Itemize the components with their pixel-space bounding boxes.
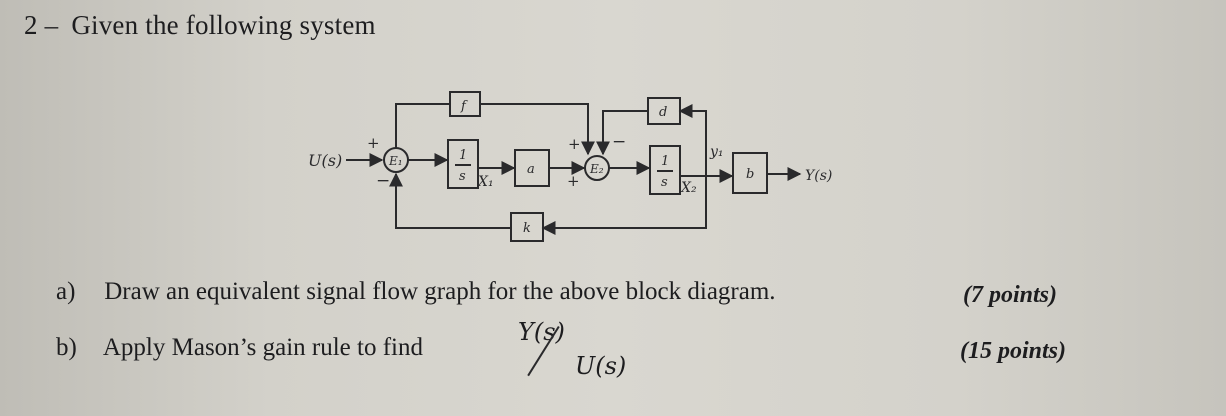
k-path-out bbox=[389, 172, 511, 229]
block-a-label: a bbox=[527, 162, 535, 177]
integrator-2-den: s bbox=[661, 175, 668, 190]
k-path-in bbox=[541, 176, 707, 235]
question-a-points: (7 points) bbox=[963, 282, 1058, 308]
y1-label: y₁ bbox=[709, 144, 724, 160]
integrator-1-block bbox=[447, 139, 479, 189]
block-k-label: k bbox=[523, 221, 531, 236]
fraction-denominator: U(s) bbox=[575, 352, 627, 380]
state-x1-label: X₁ bbox=[477, 174, 494, 190]
input-label: U(s) bbox=[308, 151, 342, 170]
integrator-2-num: 1 bbox=[661, 154, 669, 169]
state-x2-label: X₂ bbox=[680, 180, 697, 196]
sign-e1-minus: − bbox=[376, 171, 390, 191]
output-label: Y(s) bbox=[805, 168, 832, 184]
integrator-1-num: 1 bbox=[459, 148, 467, 163]
problem-number: 2 – bbox=[24, 10, 59, 40]
sign-e2-plus-left: + bbox=[567, 172, 580, 190]
block-b-label: b bbox=[746, 167, 754, 182]
integrator-1-den: s bbox=[459, 169, 466, 184]
question-a-text: Draw an equivalent signal flow graph for… bbox=[104, 278, 776, 305]
question-a: a) Draw an equivalent signal flow graph … bbox=[56, 278, 776, 306]
sign-e2-plus-top: + bbox=[568, 135, 581, 153]
problem-heading: 2 – Given the following system bbox=[24, 10, 376, 41]
question-a-label: a) bbox=[56, 278, 76, 305]
sign-e1-plus: + bbox=[367, 134, 380, 152]
fraction-numerator: Y(s) bbox=[518, 318, 565, 346]
block-d-label: d bbox=[659, 105, 667, 120]
question-b: b) Apply Mason’s gain rule to find bbox=[56, 334, 423, 362]
f-path-in bbox=[395, 103, 450, 148]
question-b-label: b) bbox=[56, 334, 77, 361]
integrator-2-block bbox=[649, 145, 681, 195]
summer-e1-label: E₁ bbox=[388, 154, 403, 168]
d-path-out bbox=[596, 110, 648, 156]
question-b-text: Apply Mason’s gain rule to find bbox=[102, 334, 423, 361]
question-b-points: (15 points) bbox=[960, 338, 1067, 364]
problem-title: Given the following system bbox=[71, 10, 376, 40]
summer-e2-label: E₂ bbox=[589, 162, 604, 176]
d-path-in bbox=[678, 104, 707, 176]
block-f-label: f bbox=[460, 99, 468, 114]
f-path-out bbox=[480, 103, 595, 156]
sign-e2-minus: − bbox=[612, 132, 626, 152]
